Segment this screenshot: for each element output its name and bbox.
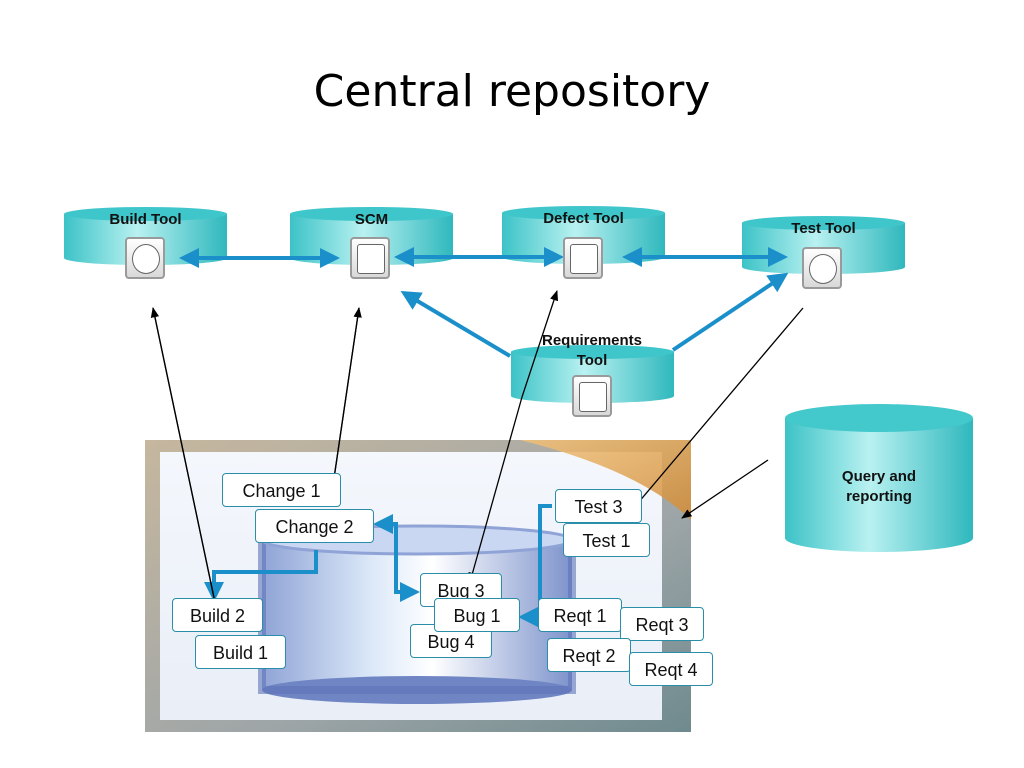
item-bug-1[interactable]: Bug 1: [434, 598, 520, 632]
item-links: [204, 504, 552, 627]
item-reqt-2[interactable]: Reqt 2: [547, 638, 631, 672]
item-reqt-3[interactable]: Reqt 3: [620, 607, 704, 641]
query-reporting-label: Query and reporting: [841, 468, 917, 505]
item-test-3[interactable]: Test 3: [555, 489, 642, 523]
item-build-1[interactable]: Build 1: [195, 635, 286, 669]
item-build-2[interactable]: Build 2: [172, 598, 263, 632]
requirements-tool-label: Requirements Tool: [541, 332, 643, 369]
angled-socket-icon: [802, 247, 842, 289]
item-change-1[interactable]: Change 1: [222, 473, 341, 507]
grounded-socket-icon: [572, 375, 612, 417]
defect-tool-label: Defect Tool: [543, 210, 624, 227]
scm-label: SCM: [354, 211, 389, 228]
item-change-2[interactable]: Change 2: [255, 509, 374, 543]
two-pin-socket-icon: [563, 237, 603, 279]
round-socket-icon: [125, 237, 165, 279]
page-title: Central repository: [313, 66, 711, 117]
trace-arrows: [150, 290, 804, 614]
test-tool-label: Test Tool: [791, 220, 856, 237]
item-reqt-1[interactable]: Reqt 1: [538, 598, 622, 632]
item-test-1[interactable]: Test 1: [563, 523, 650, 557]
item-reqt-4[interactable]: Reqt 4: [629, 652, 713, 686]
three-pin-socket-icon: [350, 237, 390, 279]
cylinder-query-reporting: [785, 404, 973, 552]
tool-connectors: [179, 247, 789, 358]
build-tool-label: Build Tool: [109, 211, 182, 228]
